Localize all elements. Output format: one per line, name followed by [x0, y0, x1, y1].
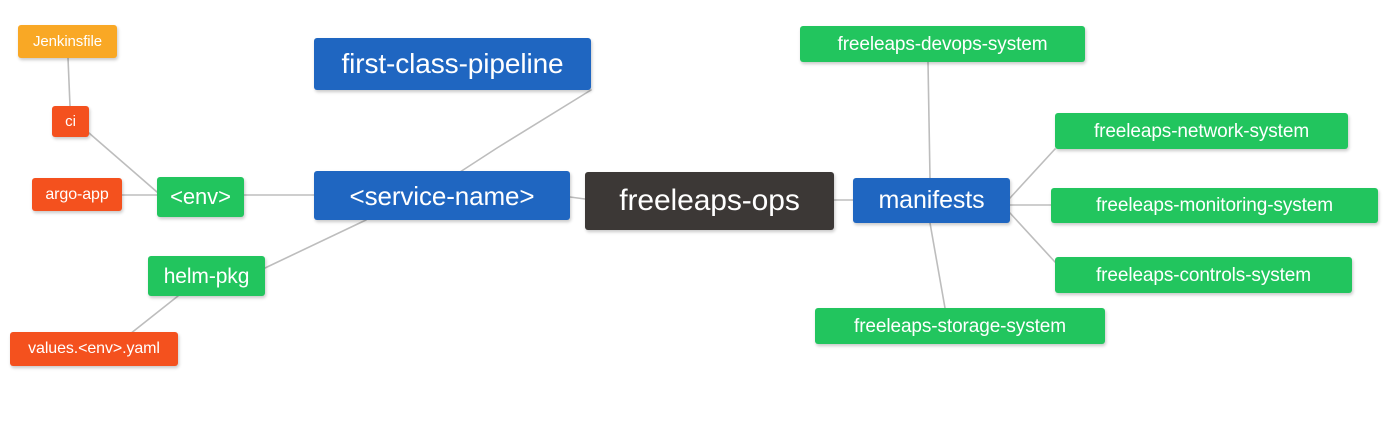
node-label-values-env-yaml: values.<env>.yaml [28, 340, 160, 357]
node-jenkinsfile[interactable]: Jenkinsfile [18, 25, 117, 58]
edge-manifests-to-freeleaps-network-system [1009, 148, 1056, 199]
node-label-argo-app: argo-app [45, 185, 109, 203]
edge-service-name-to-freeleaps-ops [569, 196, 586, 200]
edge-helm-pkg-to-values-env-yaml [129, 295, 179, 335]
node-label-freeleaps-devops-system: freeleaps-devops-system [837, 33, 1048, 55]
node-label-env: <env> [170, 184, 231, 209]
node-service-name[interactable]: <service-name> [314, 171, 570, 220]
node-label-freeleaps-storage-system: freeleaps-storage-system [854, 315, 1066, 337]
node-freeleaps-monitoring-system[interactable]: freeleaps-monitoring-system [1051, 188, 1378, 223]
edge-jenkinsfile-to-ci [67, 57, 71, 107]
edge-manifests-to-freeleaps-devops-system [927, 61, 931, 179]
node-label-service-name: <service-name> [349, 180, 535, 211]
node-ci[interactable]: ci [52, 106, 89, 137]
node-freeleaps-network-system[interactable]: freeleaps-network-system [1055, 113, 1348, 149]
node-env[interactable]: <env> [157, 177, 244, 217]
node-values-env-yaml[interactable]: values.<env>.yaml [10, 332, 178, 366]
edge-manifests-to-freeleaps-storage-system [929, 222, 946, 309]
node-label-freeleaps-monitoring-system: freeleaps-monitoring-system [1096, 195, 1333, 216]
node-label-freeleaps-network-system: freeleaps-network-system [1093, 120, 1310, 142]
node-label-ci: ci [65, 113, 76, 130]
node-first-class-pipeline[interactable]: first-class-pipeline [314, 38, 591, 90]
node-freeleaps-controls-system[interactable]: freeleaps-controls-system [1055, 257, 1352, 293]
node-freeleaps-storage-system[interactable]: freeleaps-storage-system [815, 308, 1105, 344]
node-label-jenkinsfile: Jenkinsfile [33, 33, 102, 50]
node-manifests[interactable]: manifests [853, 178, 1010, 223]
node-label-helm-pkg: helm-pkg [163, 264, 250, 288]
edge-manifests-to-freeleaps-controls-system [1009, 212, 1056, 263]
node-label-freeleaps-controls-system: freeleaps-controls-system [1095, 264, 1312, 286]
node-argo-app[interactable]: argo-app [32, 178, 122, 211]
node-helm-pkg[interactable]: helm-pkg [148, 256, 265, 296]
node-freeleaps-ops[interactable]: freeleaps-ops [585, 172, 834, 230]
edge-service-name-to-helm-pkg [264, 219, 367, 269]
node-label-freeleaps-ops: freeleaps-ops [619, 184, 800, 217]
node-label-first-class-pipeline: first-class-pipeline [341, 48, 564, 79]
node-label-manifests: manifests [878, 186, 985, 214]
node-freeleaps-devops-system[interactable]: freeleaps-devops-system [800, 26, 1085, 62]
